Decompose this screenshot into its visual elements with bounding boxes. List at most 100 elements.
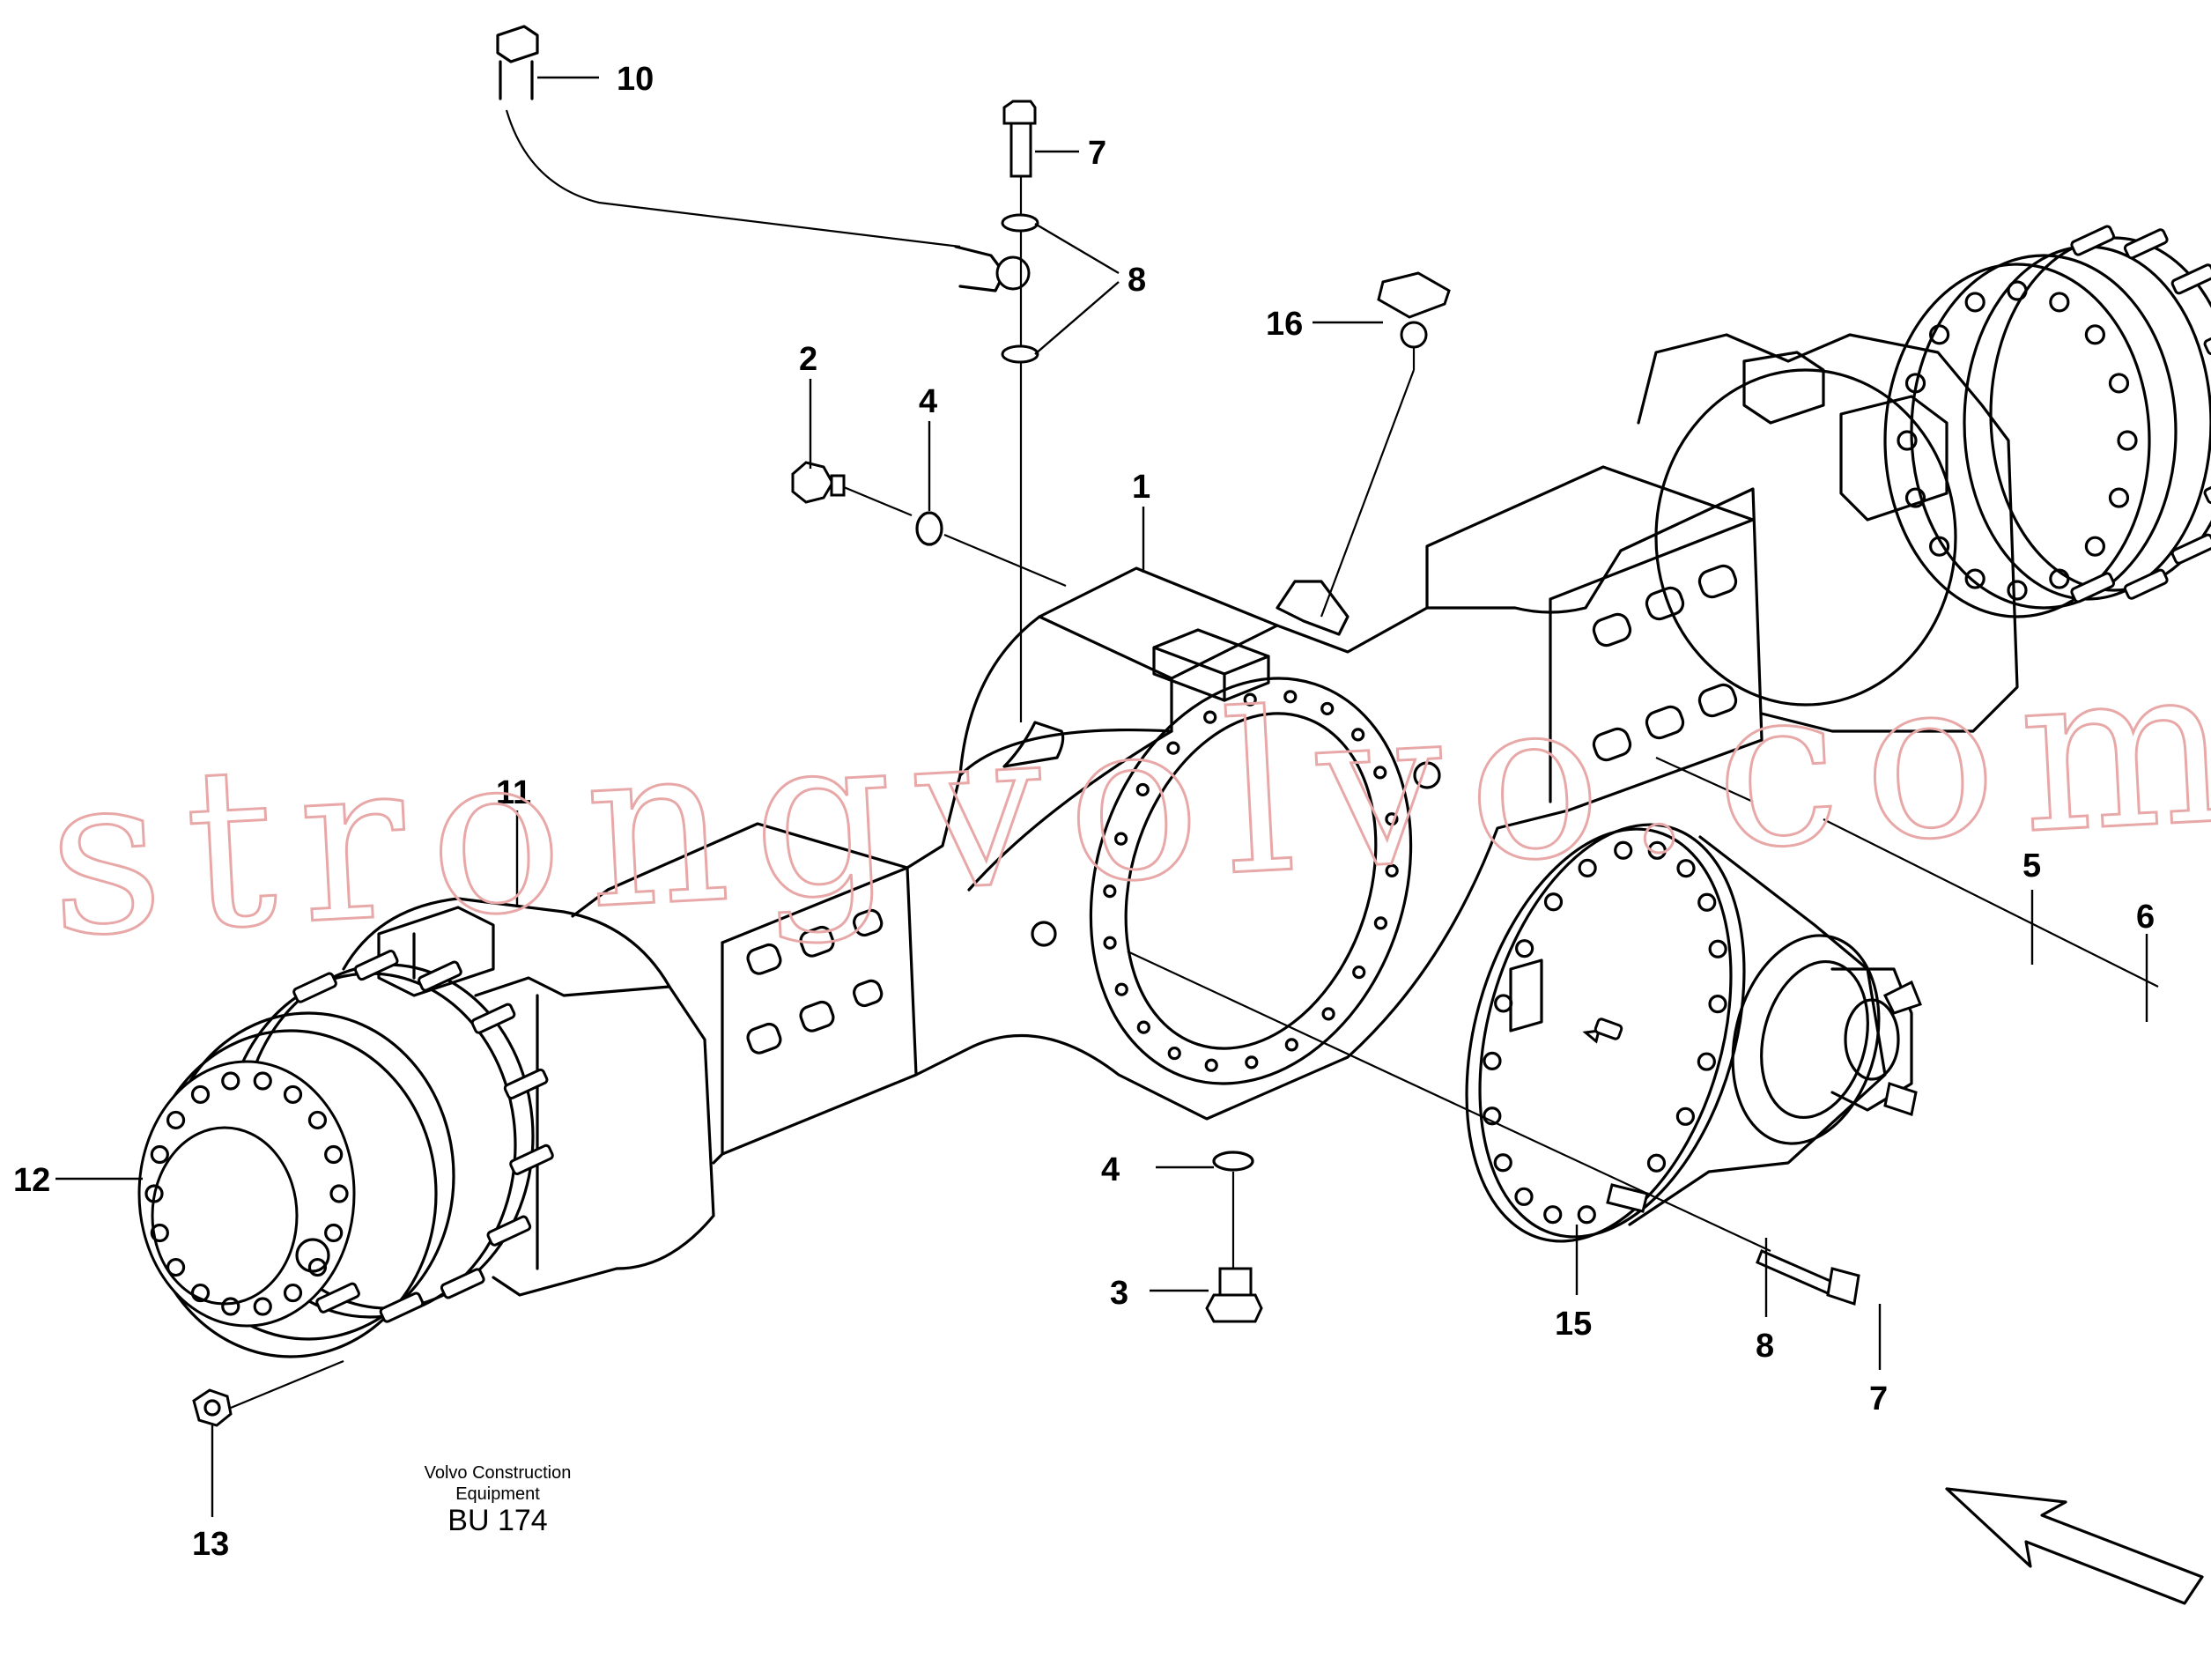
- hub-bolt: [2049, 292, 2070, 313]
- callout-13: 12: [13, 1162, 50, 1199]
- wheel-stud: [292, 972, 337, 1003]
- carrier-bolt: [1493, 1153, 1512, 1173]
- hub-bolt: [253, 1071, 272, 1091]
- credit-line-1: Volvo Construction: [424, 1463, 572, 1483]
- direction-arrow: [1945, 1487, 2204, 1605]
- carrier-bolt: [1543, 892, 1564, 912]
- hub-bolt: [2117, 430, 2138, 451]
- hub-bolt: [283, 1084, 303, 1105]
- callout-11: 10: [617, 61, 654, 98]
- carrier-bolt: [1708, 994, 1727, 1014]
- left-hub-assembly: [137, 897, 715, 1358]
- breather: [1320, 271, 1451, 618]
- hub-bolt: [1964, 292, 1985, 313]
- carrier-bolt: [1708, 939, 1727, 958]
- hub-bolt: [2108, 373, 2130, 394]
- hub-bolt: [2084, 536, 2105, 557]
- flange-bolt-hole: [1243, 692, 1257, 707]
- callout-10: 8: [1128, 262, 1146, 299]
- hub-bolt: [307, 1257, 328, 1277]
- drain-plug: [1205, 1172, 1263, 1323]
- hub-bolt: [324, 1223, 344, 1243]
- callout-9: 7: [1088, 135, 1106, 172]
- flange-bolt-hole: [1103, 884, 1117, 899]
- differential-carrier: [1465, 823, 1922, 1243]
- hub-bolt: [2108, 487, 2130, 508]
- wheel-stud: [2123, 568, 2169, 600]
- credit-line-2: Equipment: [455, 1484, 540, 1504]
- wheel-stud: [509, 1143, 554, 1175]
- hub-bolt: [166, 1257, 186, 1277]
- callout-1: 1: [1132, 469, 1150, 506]
- callout-numbers: 10 7 8 16 2 4 1 11 12 4 3 15 8 7 5 6 13: [13, 61, 2155, 1563]
- flange-bolt-hole: [1245, 1055, 1259, 1069]
- wheel-stud: [2070, 225, 2116, 256]
- hose-fitting: [496, 25, 1031, 292]
- carrier-bolt: [1577, 1205, 1596, 1225]
- callout-7: 7: [1869, 1380, 1888, 1417]
- hub-bolt: [1929, 324, 1950, 345]
- wheel-stud: [503, 1068, 549, 1100]
- hub-bolt: [190, 1283, 211, 1303]
- callout-8: 8: [1756, 1328, 1774, 1365]
- washer: [1001, 213, 1039, 233]
- hub-bolt: [324, 1144, 344, 1165]
- wheel-stud: [2123, 228, 2169, 260]
- carrier-bolt: [1697, 1052, 1716, 1071]
- flange-bolt-hole: [1114, 982, 1128, 996]
- callout-15: 15: [1555, 1306, 1592, 1343]
- flange-bolt-hole: [1373, 766, 1387, 780]
- hub-bolt: [221, 1297, 240, 1316]
- hub-bolt: [1904, 487, 1926, 508]
- callout-3: 3: [1110, 1275, 1128, 1312]
- wheel-stud: [2170, 533, 2211, 565]
- hub-bolt: [1964, 568, 1985, 589]
- leader-lines: [55, 76, 2148, 1517]
- wheel-stud: [486, 1215, 532, 1247]
- hub-bolt: [1929, 536, 1950, 557]
- wheel-stud: [2170, 263, 2211, 295]
- hub-bolt: [2007, 580, 2028, 601]
- hub-bolt: [283, 1283, 303, 1303]
- flange-bolt-hole: [1284, 1038, 1298, 1052]
- o-ring: [1212, 1151, 1254, 1172]
- flange-bolt-hole: [1385, 863, 1399, 877]
- callout-6: 6: [2136, 899, 2155, 936]
- carrier-bolt: [1697, 892, 1717, 912]
- carrier-bolt: [1676, 859, 1696, 878]
- axle-housing: [571, 465, 1764, 1165]
- flange-bolt-hole: [1103, 936, 1117, 950]
- wheel-stud: [379, 1291, 425, 1323]
- flange-bolt-hole: [1135, 782, 1150, 797]
- callout-2: 2: [799, 341, 817, 378]
- wheel-stud: [2203, 472, 2211, 505]
- carrier-bolt: [1578, 858, 1597, 877]
- flange-bolt-hole: [1167, 1046, 1181, 1061]
- wheel-stud: [353, 950, 399, 981]
- flange-bolt-hole: [1136, 1020, 1150, 1034]
- wheel-stud: [418, 960, 462, 992]
- callout-16: 16: [1266, 306, 1303, 343]
- carrier-bolt: [1514, 1187, 1534, 1206]
- carrier-bolt: [1515, 939, 1534, 958]
- washer: [1001, 344, 1039, 364]
- hub-bolt: [144, 1184, 164, 1203]
- callout-12: 11: [496, 774, 531, 811]
- hub-bolt: [221, 1071, 240, 1091]
- carrier-bolt: [1543, 1205, 1563, 1225]
- flange-bolt-hole: [1373, 916, 1388, 930]
- flange-bolt-hole: [1385, 812, 1399, 826]
- callout-14: 13: [192, 1526, 229, 1563]
- hub-bolt: [166, 1110, 186, 1130]
- hub-bolt: [2007, 280, 2028, 301]
- hub-bolt: [329, 1184, 349, 1203]
- right-hub-assembly: [1637, 225, 2211, 733]
- flange-bolt-hole: [1321, 1007, 1335, 1021]
- bolt: [1002, 100, 1037, 722]
- callout-5: 5: [2022, 847, 2041, 884]
- carrier-bolt: [1675, 1106, 1695, 1126]
- hub-bolt: [307, 1110, 328, 1130]
- wheel-stud: [2203, 323, 2211, 356]
- wheel-stud: [315, 1282, 360, 1314]
